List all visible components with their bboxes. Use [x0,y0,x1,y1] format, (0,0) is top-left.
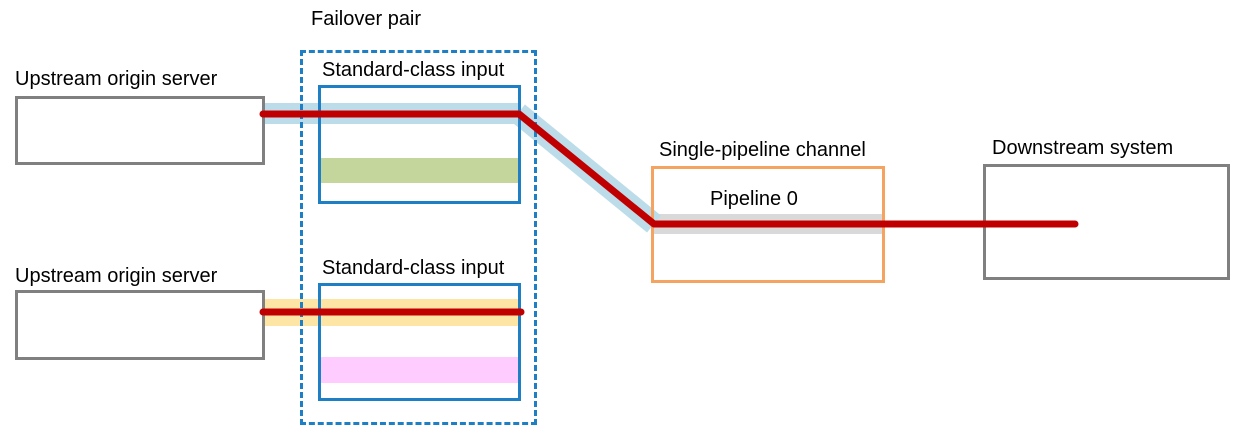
upstream-origin-server-box-top[interactable] [15,96,265,165]
label-pipeline-0: Pipeline 0 [710,188,798,210]
label-failover-pair: Failover pair [311,8,422,30]
label-standard-class-input-bottom: Standard-class input [322,257,505,279]
label-upstream-origin-server-bottom: Upstream origin server [15,265,218,287]
label-upstream-origin-server-top: Upstream origin server [15,68,218,90]
failover-pair-group-box [300,50,537,425]
standard-class-input-box-bottom[interactable] [318,283,521,401]
standard-class-input-box-top[interactable] [318,85,521,204]
downstream-system-box[interactable] [983,164,1230,280]
single-pipeline-channel-box[interactable] [651,166,885,283]
band-pink-bottom-input [320,357,519,383]
label-single-pipeline-channel: Single-pipeline channel [659,139,866,161]
upstream-origin-server-box-bottom[interactable] [15,290,265,360]
label-standard-class-input-top: Standard-class input [322,59,505,81]
label-downstream-system: Downstream system [992,137,1174,159]
diagonal-highlight-light-blue [511,104,661,233]
